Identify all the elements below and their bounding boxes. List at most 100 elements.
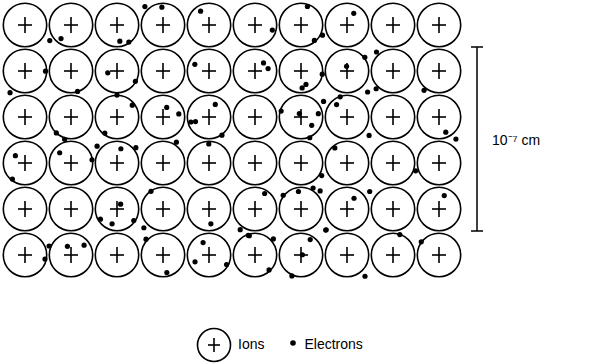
electron-dot (164, 270, 169, 275)
plus-sign (208, 63, 210, 79)
ion-circle (371, 233, 414, 276)
scale-tick (471, 46, 483, 48)
ion-symbol (187, 141, 230, 184)
electron-dot (309, 123, 314, 128)
electron-dot (308, 237, 313, 242)
electron-dot (143, 237, 148, 242)
ion-circle (187, 49, 230, 92)
electron-dot (130, 103, 135, 108)
plus-sign (300, 63, 302, 79)
electron-dot (419, 239, 424, 244)
ion-symbol (233, 141, 276, 184)
electron-dot (312, 38, 317, 43)
electron-dot (54, 130, 59, 135)
legend-entry: Electrons (288, 327, 362, 363)
electron-dot (324, 227, 329, 232)
electron-dot (266, 66, 271, 71)
ion-symbol (279, 95, 322, 138)
electron-dot (219, 133, 224, 138)
ion-symbol (233, 95, 276, 138)
plus-sign (438, 155, 440, 171)
ion-circle (187, 3, 230, 46)
ion-circle (95, 233, 138, 276)
ion-circle (325, 233, 368, 276)
plus-sign (70, 17, 72, 33)
plus-sign (392, 63, 394, 79)
ion-circle (325, 95, 368, 138)
legend-ion-sample (196, 327, 232, 363)
ion-symbol (187, 95, 230, 138)
ion-symbol (417, 49, 460, 92)
electron-dot (320, 72, 325, 77)
ion-circle (95, 3, 138, 46)
electron-dot (62, 137, 67, 142)
electron-dot (442, 193, 447, 198)
plus-sign (254, 17, 256, 33)
ion-symbol (3, 49, 46, 92)
electron-dot (206, 141, 211, 146)
ion-symbol (325, 95, 368, 138)
ion-symbol (95, 141, 138, 184)
ion-symbol (49, 95, 92, 138)
electron-dot (105, 70, 110, 75)
electron-dot (208, 221, 213, 226)
electron-dot (320, 33, 325, 38)
electron-dot (164, 105, 169, 110)
electron-dot (174, 140, 179, 145)
ion-circle (279, 49, 322, 92)
electron-dot (89, 157, 94, 162)
ion-circle (95, 141, 138, 184)
ion-circle (187, 187, 230, 230)
ion-symbol (95, 95, 138, 138)
electron-dot (192, 259, 197, 264)
plus-sign (254, 247, 256, 263)
electron-dot (281, 193, 286, 198)
ion-circle (279, 3, 322, 46)
ion-symbol (187, 3, 230, 46)
ion-symbol (325, 233, 368, 276)
plus-sign (116, 155, 118, 171)
legend-label: Electrons (304, 337, 362, 352)
ion-circle (49, 233, 92, 276)
electron-dot (321, 99, 326, 104)
electron-dot (126, 39, 131, 44)
ion-circle (95, 95, 138, 138)
plus-sign (162, 63, 164, 79)
scale-tick (471, 230, 483, 232)
electron-dot (305, 4, 310, 9)
ion-circle (233, 187, 276, 230)
plus-sign (162, 109, 164, 125)
legend-entry: Ions (196, 327, 264, 363)
plus-sign (208, 201, 210, 217)
ion-circle (187, 233, 230, 276)
electron-dot (421, 88, 426, 93)
plus-sign (70, 63, 72, 79)
electron-dot (159, 5, 164, 10)
ion-symbol (187, 49, 230, 92)
ion-circle (325, 49, 368, 92)
electron-dot (213, 102, 218, 107)
ion-circle (279, 95, 322, 138)
electron-dot (114, 92, 119, 97)
plus-sign (300, 155, 302, 171)
ion-symbol (187, 187, 230, 230)
ion-symbol (371, 95, 414, 138)
ion-symbol (371, 3, 414, 46)
electron-dot (316, 111, 321, 116)
ion-circle (3, 141, 46, 184)
electron-dot (176, 111, 181, 116)
electron-dot (307, 135, 312, 140)
electron-dot (75, 89, 80, 94)
ion-circle (3, 95, 46, 138)
ion-symbol (95, 49, 138, 92)
ion-circle (371, 49, 414, 92)
plus-sign (162, 17, 164, 33)
electron-dot (365, 89, 370, 94)
electron-dot (133, 145, 138, 150)
legend: Ions Electrons (196, 327, 387, 363)
ion-circle (233, 141, 276, 184)
ion-symbol (141, 3, 184, 46)
plus-sign (24, 247, 26, 263)
ion-circle (325, 187, 368, 230)
electron-dot (271, 236, 276, 241)
